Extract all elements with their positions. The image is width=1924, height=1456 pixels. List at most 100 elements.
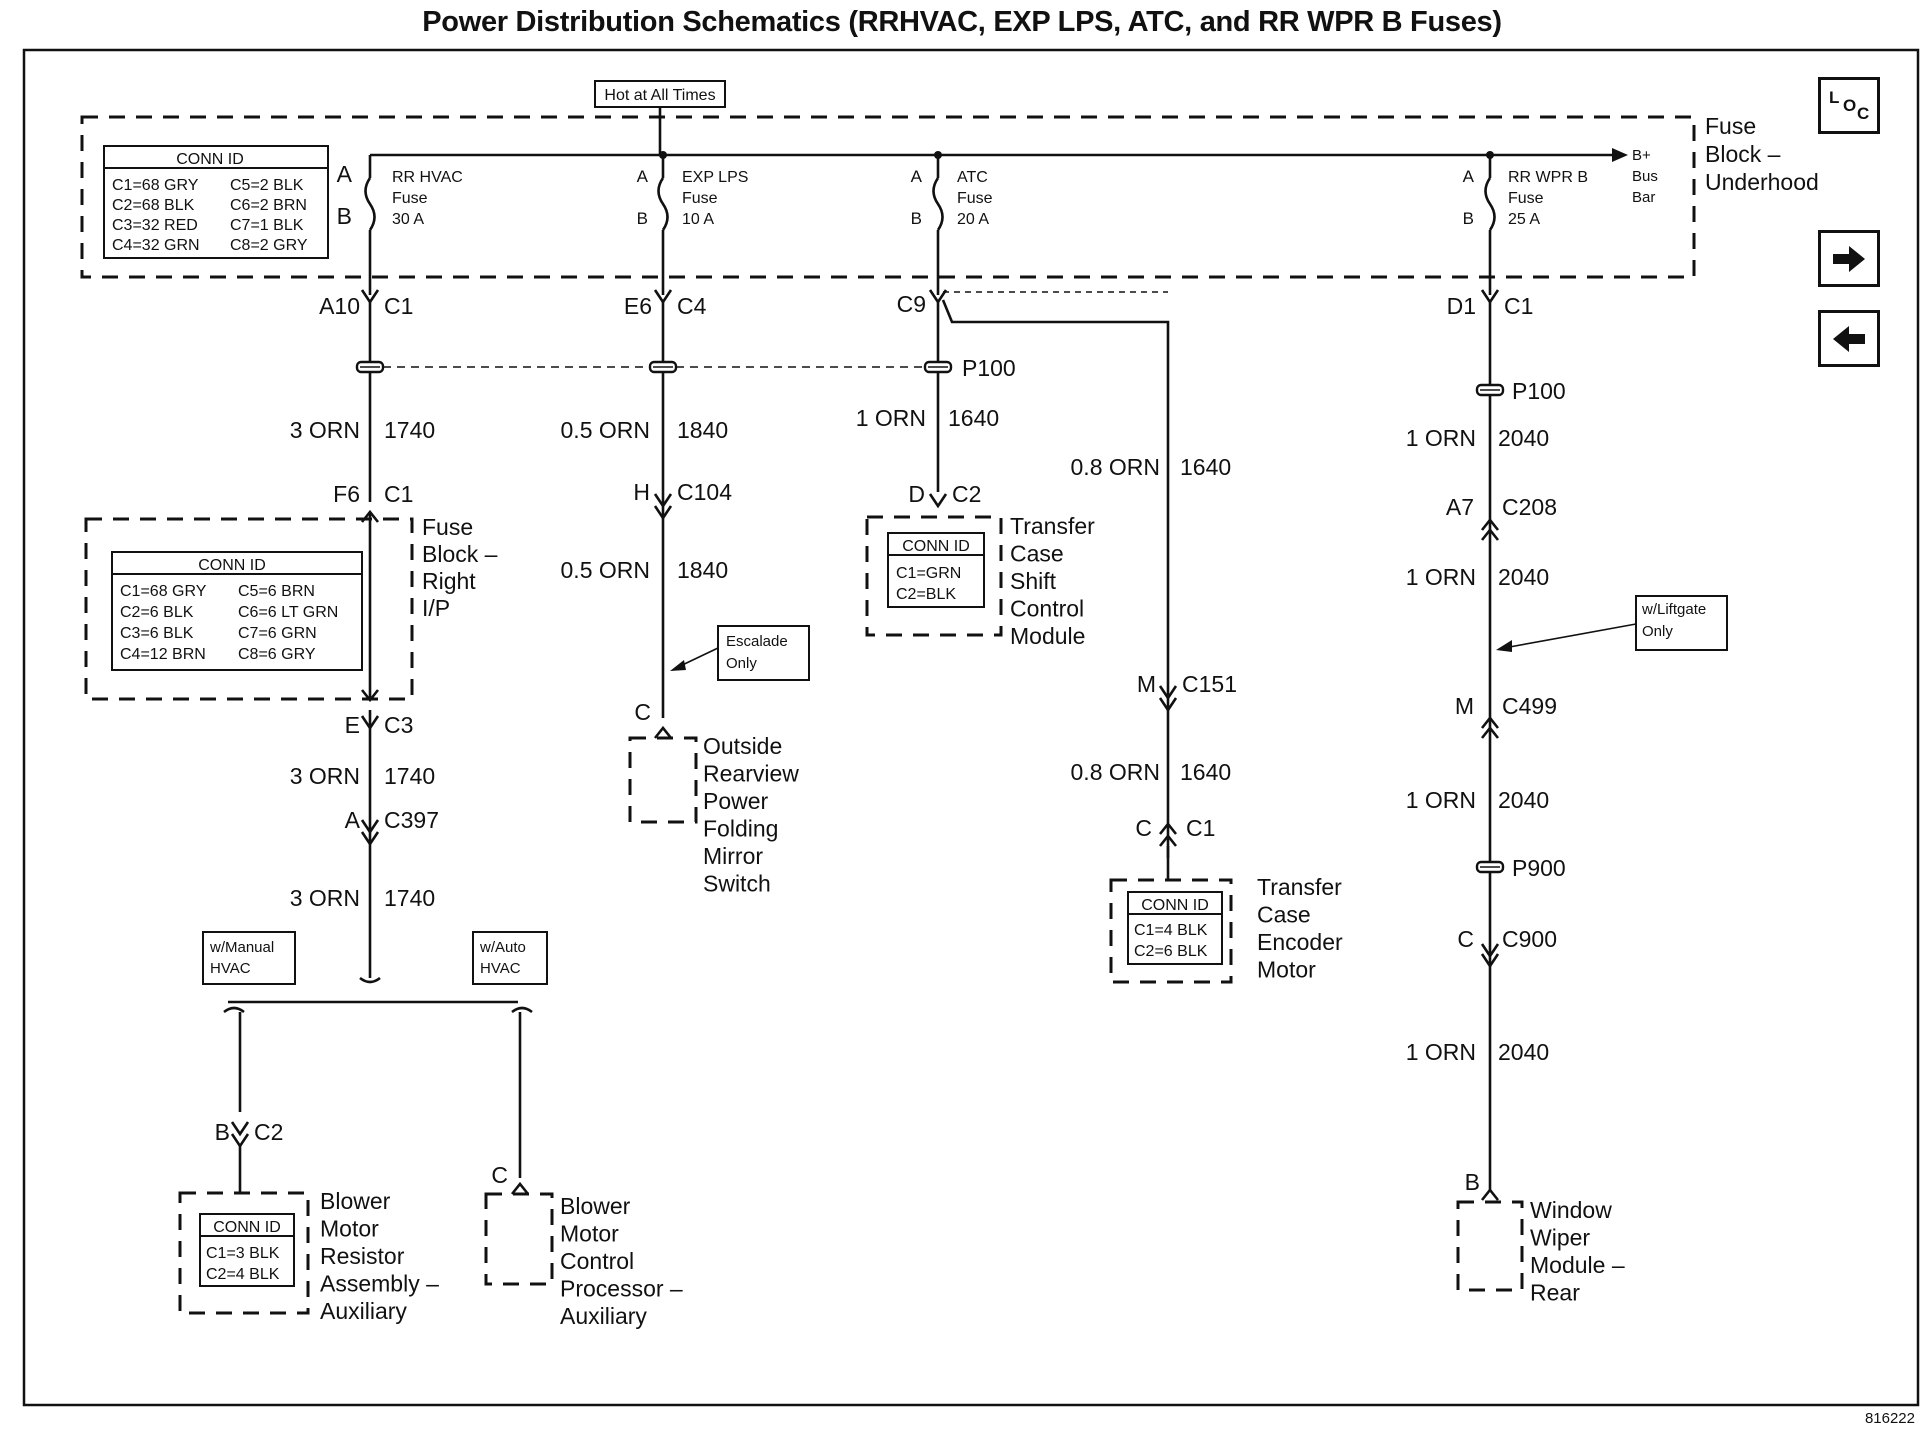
svg-text:C: C: [1135, 815, 1152, 841]
svg-text:C3=32 RED: C3=32 RED: [112, 217, 198, 234]
svg-text:M: M: [1455, 693, 1474, 719]
svg-text:C397: C397: [384, 807, 439, 833]
svg-text:C1: C1: [1186, 815, 1215, 841]
escalade-only-option-box: [717, 625, 810, 681]
exp-lps-branch: E6 C4 0.5 ORN 1840 H C104 0.5 ORN 1840 E…: [561, 277, 810, 897]
svg-text:CONN ID: CONN ID: [213, 1219, 281, 1236]
fuse-rr-wpr-b: A B RR WPR B Fuse 25 A: [1463, 155, 1588, 277]
svg-text:P100: P100: [962, 355, 1016, 381]
svg-text:EXP LPS: EXP LPS: [682, 169, 748, 186]
svg-text:1 ORN: 1 ORN: [1406, 425, 1476, 451]
svg-text:B: B: [637, 209, 648, 228]
svg-text:1740: 1740: [384, 763, 435, 789]
svg-text:1 ORN: 1 ORN: [1406, 564, 1476, 590]
svg-text:C2=4 BLK: C2=4 BLK: [206, 1266, 280, 1283]
arrow-right-icon: [1833, 245, 1865, 272]
svg-text:A: A: [345, 807, 361, 833]
svg-text:C4=12 BRN: C4=12 BRN: [120, 646, 206, 663]
previous-page-button[interactable]: [1818, 310, 1880, 367]
svg-text:1740: 1740: [384, 885, 435, 911]
svg-text:C3=6 BLK: C3=6 BLK: [120, 625, 194, 642]
svg-text:P900: P900: [1512, 855, 1566, 881]
svg-text:0.5 ORN: 0.5 ORN: [561, 417, 650, 443]
blower-control-outline: [484, 1192, 554, 1286]
atc-branch: C9 P100 1 ORN 1640 D C2 CONN ID C1=GRN C…: [856, 277, 1343, 984]
svg-text:B: B: [1463, 209, 1474, 228]
manual-hvac-option-box: [202, 931, 296, 985]
svg-text:3 ORN: 3 ORN: [290, 885, 360, 911]
svg-text:RR WPR B: RR WPR B: [1508, 169, 1588, 186]
svg-text:ATC: ATC: [957, 169, 988, 186]
svg-text:C: C: [634, 699, 651, 725]
fuse-atc: A B ATC Fuse 20 A: [911, 155, 993, 277]
svg-text:C900: C900: [1502, 926, 1557, 952]
svg-text:C: C: [1457, 926, 1474, 952]
svg-text:1 ORN: 1 ORN: [1406, 1039, 1476, 1065]
svg-text:CONN ID: CONN ID: [198, 557, 266, 574]
svg-text:2040: 2040: [1498, 1039, 1549, 1065]
svg-text:A10: A10: [319, 293, 360, 319]
svg-text:C1=GRN: C1=GRN: [896, 565, 961, 582]
diagram-border: [22, 48, 1920, 1407]
svg-text:C3: C3: [384, 712, 413, 738]
svg-text:C2: C2: [254, 1119, 283, 1145]
svg-text:C4: C4: [677, 293, 707, 319]
svg-text:20 A: 20 A: [957, 211, 989, 228]
svg-text:A7: A7: [1446, 494, 1474, 520]
right-ip-conn-id-table: CONN ID C1=68 GRY C2=6 BLK C3=6 BLK C4=1…: [111, 551, 363, 671]
underhood-conn-id-table: CONN ID C1=68 GRY C2=68 BLK C3=32 RED C4…: [103, 145, 329, 259]
mirror-switch-outline: [628, 736, 698, 824]
svg-text:CONN ID: CONN ID: [902, 538, 970, 555]
svg-text:0.8 ORN: 0.8 ORN: [1071, 759, 1160, 785]
svg-text:C9: C9: [897, 291, 926, 317]
svg-text:C1=68 GRY: C1=68 GRY: [120, 583, 207, 600]
svg-text:0.8 ORN: 0.8 ORN: [1071, 454, 1160, 480]
svg-text:C1: C1: [384, 293, 413, 319]
svg-text:C4=32 GRN: C4=32 GRN: [112, 237, 200, 254]
svg-text:C104: C104: [677, 479, 732, 505]
blower-resistor-conn-id: CONN ID C1=3 BLK C2=4 BLK: [199, 1213, 295, 1287]
svg-text:C7=6 GRN: C7=6 GRN: [238, 625, 317, 642]
svg-text:2040: 2040: [1498, 787, 1549, 813]
bus-bar-arrow-icon: [1612, 148, 1628, 162]
encoder-motor-conn-id: CONN ID C1=4 BLK C2=6 BLK: [1127, 891, 1223, 965]
svg-text:C: C: [491, 1162, 508, 1188]
svg-text:Fuse: Fuse: [682, 190, 718, 207]
svg-text:C1: C1: [384, 481, 413, 507]
svg-text:C499: C499: [1502, 693, 1557, 719]
svg-text:C5=2 BLK: C5=2 BLK: [230, 177, 304, 194]
svg-text:10 A: 10 A: [682, 211, 714, 228]
fuse-exp-lps: A B EXP LPS Fuse 10 A: [637, 155, 748, 277]
svg-text:M: M: [1137, 671, 1156, 697]
next-page-button[interactable]: [1818, 230, 1880, 287]
encoder-motor-outline: [1109, 878, 1233, 984]
svg-text:30 A: 30 A: [392, 211, 424, 228]
svg-text:A: A: [337, 161, 353, 187]
svg-text:E: E: [345, 712, 360, 738]
svg-text:1640: 1640: [1180, 759, 1231, 785]
svg-text:3 ORN: 3 ORN: [290, 417, 360, 443]
page-title: Power Distribution Schematics (RRHVAC, E…: [422, 6, 1502, 38]
svg-text:A: A: [637, 167, 649, 186]
svg-text:D1: D1: [1447, 293, 1476, 319]
hot-at-all-times-label: Hot at All Times: [604, 87, 715, 104]
svg-text:E6: E6: [624, 293, 652, 319]
svg-text:Fuse: Fuse: [392, 190, 428, 207]
svg-text:3 ORN: 3 ORN: [290, 763, 360, 789]
svg-text:B: B: [911, 209, 922, 228]
svg-text:C7=1 BLK: C7=1 BLK: [230, 217, 304, 234]
svg-text:CONN ID: CONN ID: [1141, 897, 1209, 914]
svg-text:C2: C2: [952, 481, 981, 507]
